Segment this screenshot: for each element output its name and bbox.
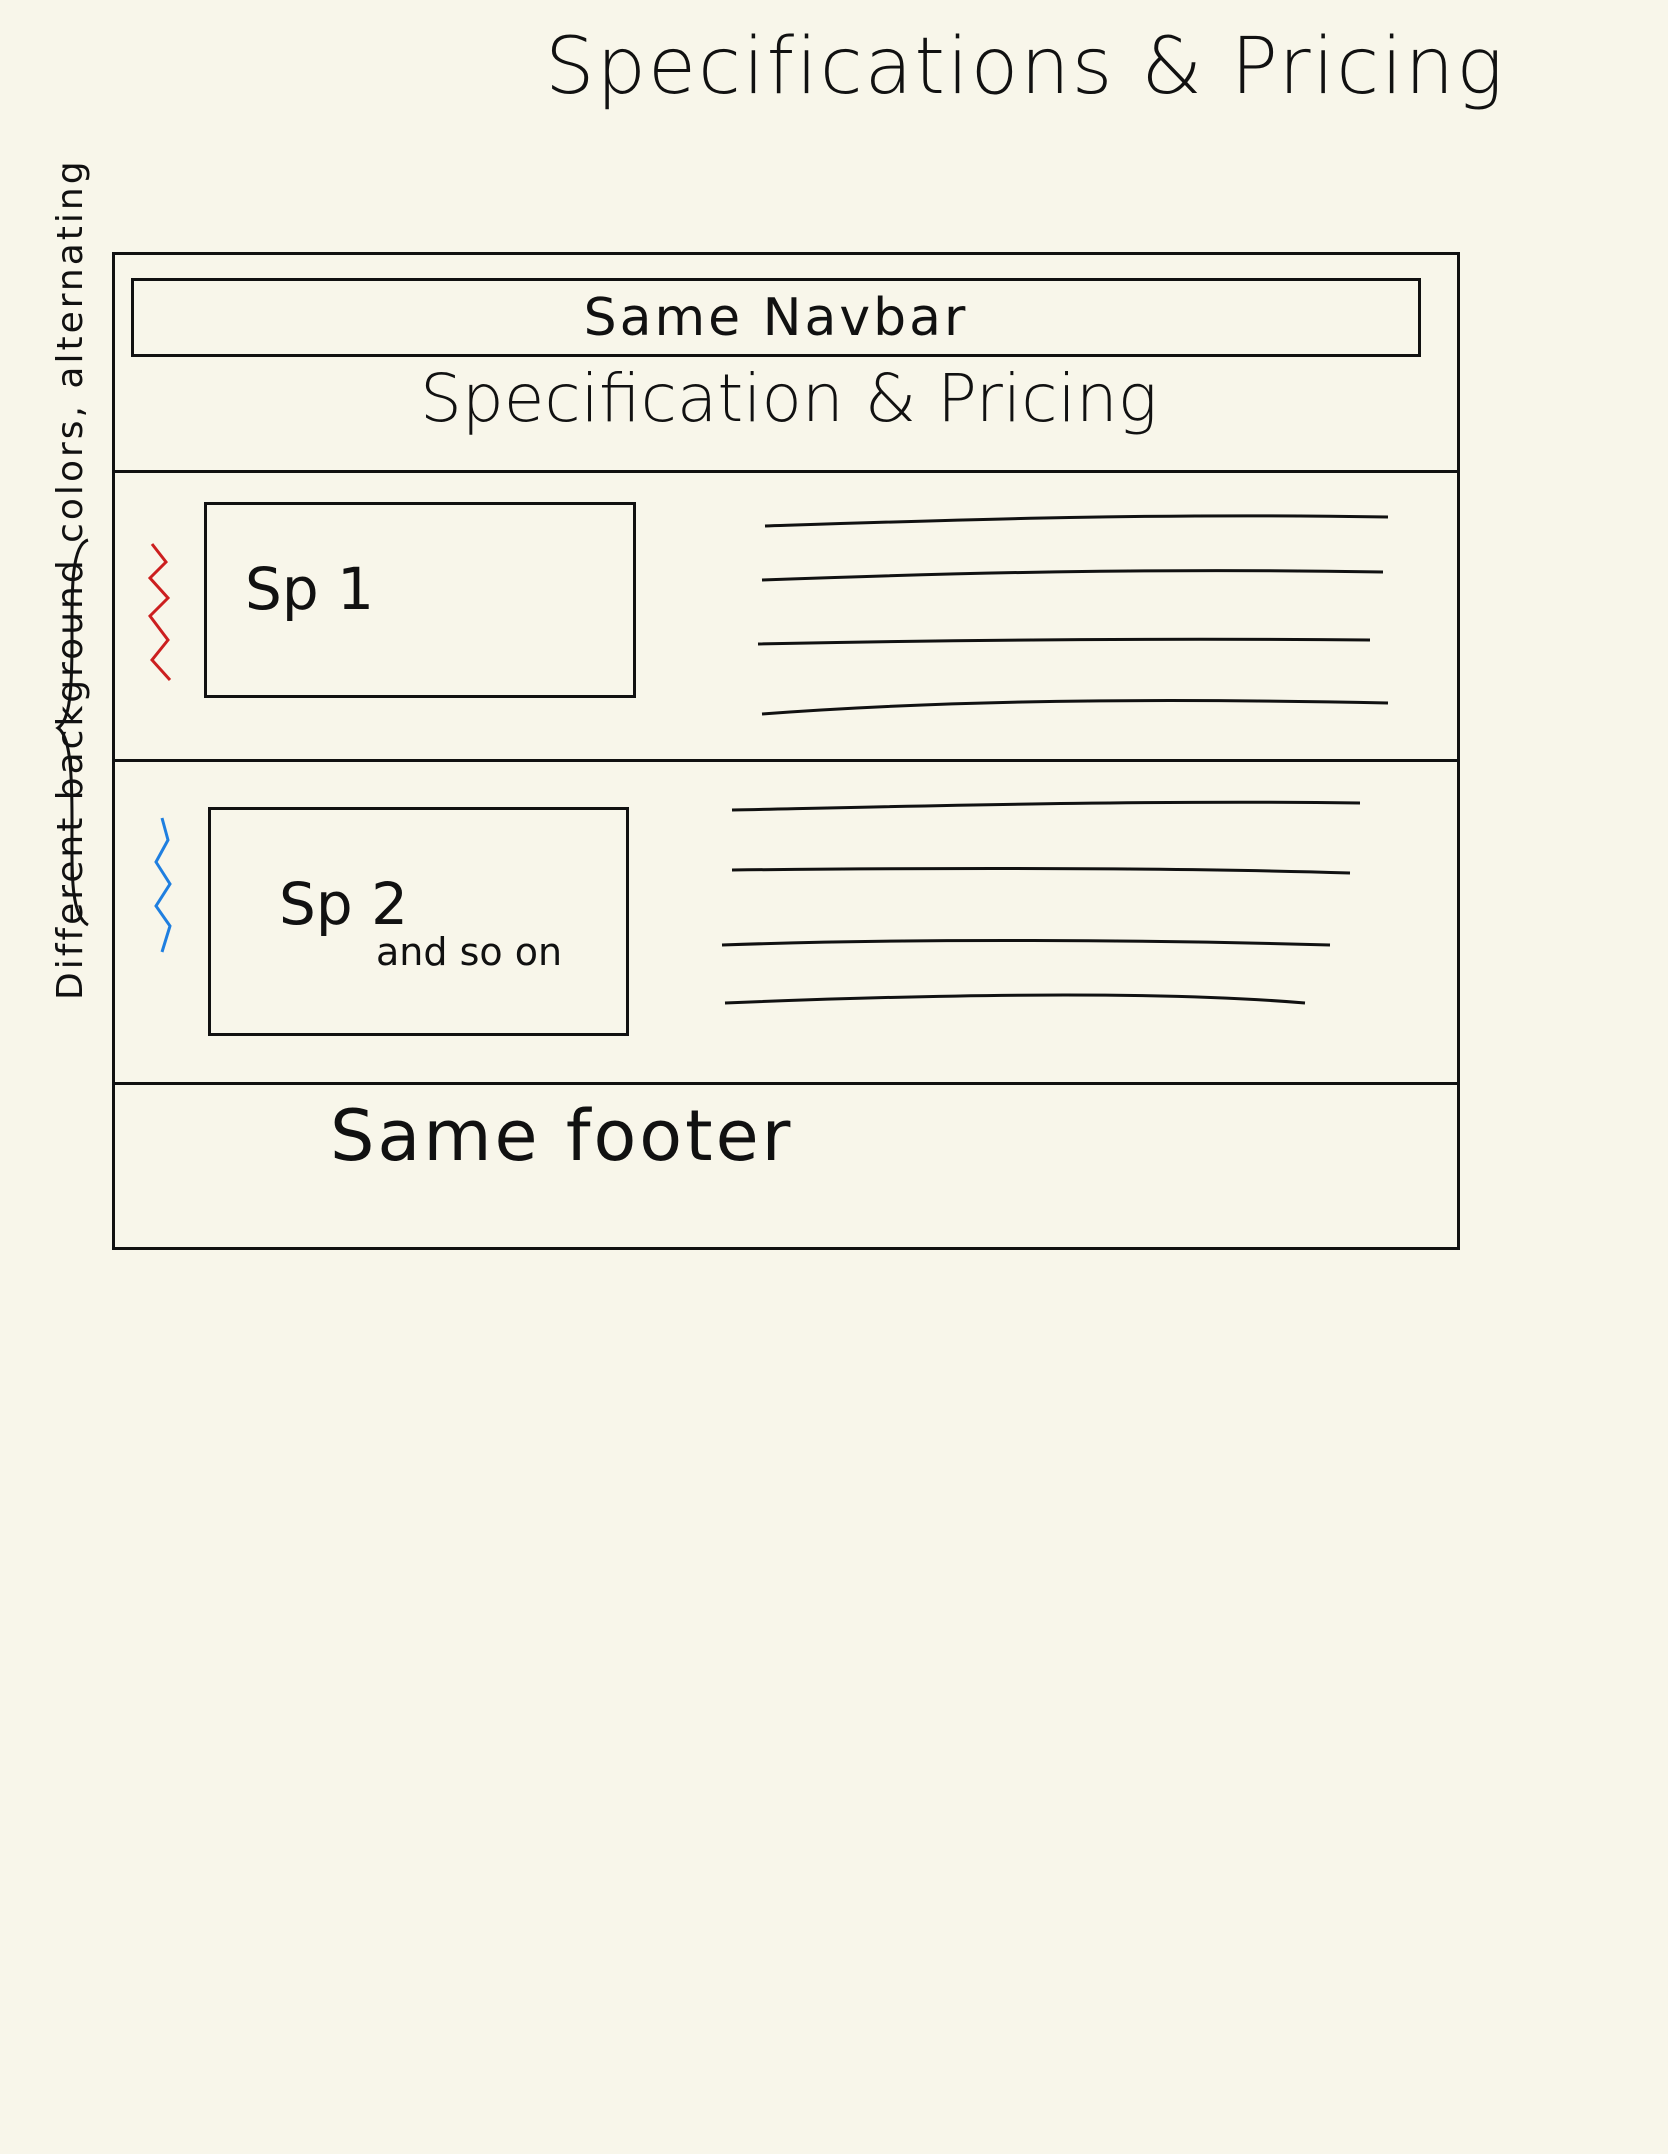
wireframe-page <box>112 252 1460 1250</box>
text-line <box>761 699 1389 716</box>
text-line <box>731 800 1361 812</box>
text-line <box>764 514 1389 528</box>
navbar-label: Same Navbar <box>583 287 969 348</box>
red-marker <box>147 543 172 682</box>
text-line <box>761 569 1384 582</box>
spec-box-note: and so on <box>376 930 563 974</box>
divider <box>115 470 1459 473</box>
footer-placeholder: Same footer <box>330 1095 794 1177</box>
navbar-placeholder: Same Navbar <box>131 278 1421 357</box>
blue-marker <box>154 817 172 953</box>
spec-box-1: Sp 1 <box>204 502 636 698</box>
spec-box-label: Sp 2 <box>279 870 408 938</box>
text-line <box>724 993 1306 1005</box>
page-title: Specifications & Pricing <box>545 22 1506 112</box>
text-line <box>757 637 1371 646</box>
section-heading: Specification & Pricing <box>420 360 1158 437</box>
brace-mark <box>55 538 89 927</box>
divider <box>115 1082 1459 1085</box>
divider <box>115 759 1459 762</box>
text-line <box>731 866 1351 875</box>
spec-box-label: Sp 1 <box>245 555 374 623</box>
text-line <box>721 938 1331 947</box>
spec-box-2: Sp 2 and so on <box>208 807 629 1036</box>
